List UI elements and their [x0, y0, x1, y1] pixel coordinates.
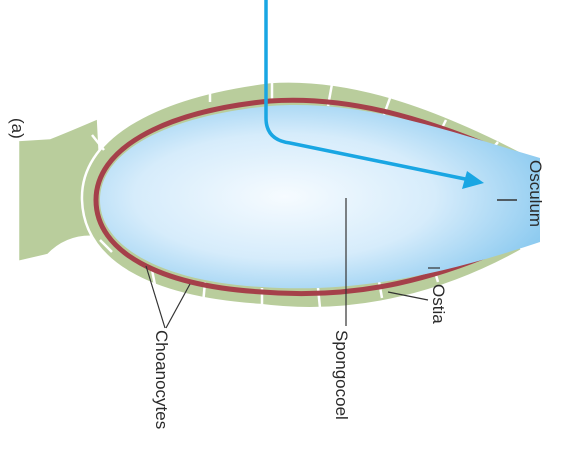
- cell-boundary: [148, 95, 152, 112]
- panel-label-group: (a): [8, 118, 27, 139]
- osculum-label-group: Osculum: [526, 160, 545, 227]
- choanocytes-label: Choanocytes: [152, 330, 171, 429]
- osculum-label: Osculum: [526, 160, 545, 227]
- ostia-label-group: Ostia: [429, 284, 448, 324]
- choanocytes-label-group: Choanocytes: [152, 330, 171, 429]
- spongocoel-label: Spongocoel: [332, 330, 351, 420]
- panel-label: (a): [8, 118, 27, 139]
- spongocoel-label-group: Spongocoel: [332, 330, 351, 420]
- ostia-label: Ostia: [429, 284, 448, 324]
